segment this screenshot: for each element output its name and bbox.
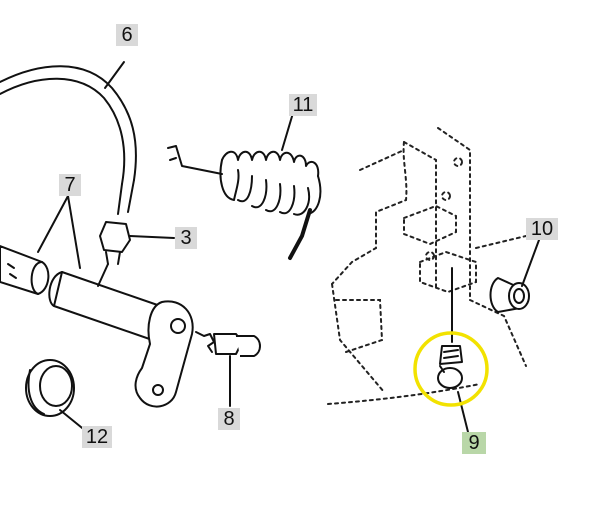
lever-arm xyxy=(134,300,194,408)
highlight-circle xyxy=(413,331,489,407)
callout-label-12: 12 xyxy=(82,426,112,448)
callout-label-7: 7 xyxy=(59,174,81,196)
callout-label-9: 9 xyxy=(462,432,486,454)
callout-label-8: 8 xyxy=(218,408,240,430)
part-3-fitting xyxy=(97,221,175,287)
part-10-spacer xyxy=(489,239,540,313)
callout-label-10: 10 xyxy=(526,218,558,240)
callout-label-3: 3 xyxy=(175,227,197,249)
callout-label-6: 6 xyxy=(116,24,138,46)
callout-label-11: 11 xyxy=(289,94,317,116)
part-6-cable xyxy=(0,61,137,215)
part-7-shaft xyxy=(0,195,173,345)
part-11-spring xyxy=(167,112,322,260)
frame-bracket xyxy=(327,127,527,405)
part-9-grease-fitting xyxy=(437,267,469,433)
part-12-bushing xyxy=(25,359,93,437)
part-8-grease-fitting xyxy=(195,331,261,407)
